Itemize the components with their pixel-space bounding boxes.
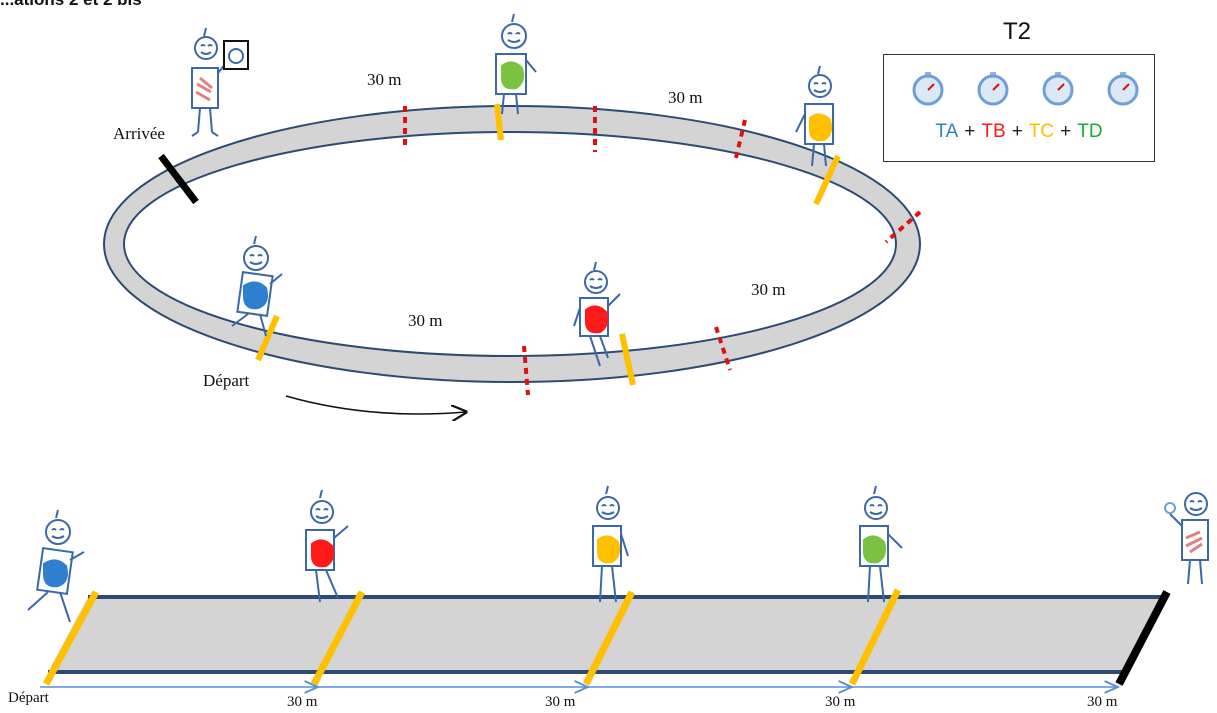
oval-finish-line — [158, 153, 199, 205]
relay-mark — [619, 333, 636, 386]
straight-relay-marks — [42, 588, 902, 686]
straight-timekeeper-figure — [1164, 492, 1209, 585]
relay-mark — [255, 314, 280, 362]
timekeeper-figure — [191, 27, 249, 137]
straight-runner-b-figure — [305, 489, 349, 603]
stopwatch-icon — [977, 72, 1009, 106]
page-heading: ...ations 2 et 2 bis — [0, 0, 142, 10]
oval-segment-label: 30 m — [668, 88, 703, 107]
plus-sign: + — [1060, 121, 1072, 142]
relay-mark — [42, 590, 100, 686]
stopwatch-icons — [912, 72, 1139, 106]
relay-mark — [494, 103, 504, 141]
term-tb: TB — [981, 121, 1006, 142]
straight-finish-line — [1115, 590, 1171, 686]
timing-formula: TA+TB+TC+TD — [884, 121, 1154, 143]
distance-marker — [884, 210, 922, 244]
runner-c-figure — [795, 65, 834, 167]
legend-title: T2 — [1003, 18, 1032, 45]
relay-mark — [813, 154, 841, 206]
relay-mark — [310, 590, 366, 686]
relay-mark — [848, 588, 902, 686]
plus-sign: + — [964, 121, 976, 142]
oval-start-label: Départ — [203, 371, 250, 390]
term-td: TD — [1077, 121, 1103, 142]
stopwatch-icon — [1107, 72, 1139, 106]
oval-track — [103, 105, 921, 383]
timing-legend: TA+TB+TC+TD — [883, 54, 1155, 162]
straight-track — [48, 595, 1162, 674]
straight-runner-a-figure — [27, 509, 85, 623]
term-tc: TC — [1028, 121, 1055, 142]
oval-relay-marks — [255, 103, 841, 386]
straight-runner-d-figure — [859, 485, 903, 603]
straight-runner-c-figure — [592, 485, 629, 603]
relay-mark — [582, 590, 636, 686]
distance-marker — [522, 345, 530, 396]
runner-a-figure — [231, 235, 283, 337]
straight-segment-label: 30 m — [287, 694, 318, 710]
plus-sign: + — [1011, 121, 1023, 142]
straight-segment-label: 30 m — [1087, 694, 1118, 710]
oval-distance-markers — [403, 106, 922, 396]
term-ta: TA — [935, 121, 959, 142]
stopwatch-icon — [1042, 72, 1074, 106]
direction-arrow — [285, 395, 466, 414]
oval-finish-label: Arrivée — [113, 124, 165, 143]
straight-segment-label: 30 m — [825, 694, 856, 710]
runner-b-figure — [573, 261, 621, 367]
runner-d-figure — [495, 13, 537, 115]
distance-marker — [733, 119, 747, 163]
straight-segment-label: 30 m — [545, 694, 576, 710]
stopwatch-icon — [912, 72, 944, 106]
distance-marker — [714, 326, 732, 371]
oval-segment-label: 30 m — [367, 70, 402, 89]
oval-segment-label: 30 m — [408, 311, 443, 330]
oval-segment-label: 30 m — [751, 280, 786, 299]
straight-start-label: Départ — [8, 690, 49, 706]
